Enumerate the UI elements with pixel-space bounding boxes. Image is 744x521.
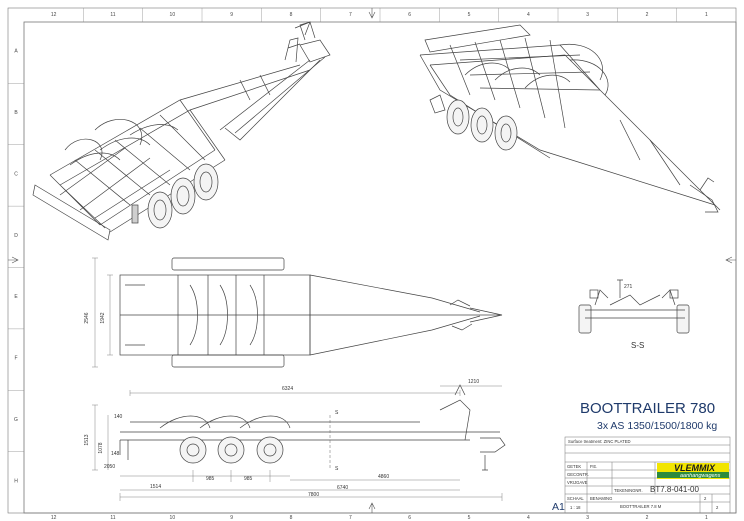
grid-col-label: 7: [349, 12, 352, 18]
drawing-subtitle: 3x AS 1350/1500/1800 kg: [597, 420, 717, 432]
sheet-count: 2: [716, 505, 719, 510]
sheet-format: A1: [552, 501, 565, 513]
tb-label-6: TEKENINGNR.: [614, 488, 643, 493]
tb-value-1: P.E.: [590, 464, 597, 469]
dim-side-5: 1078: [98, 442, 104, 453]
dim-side-7: 2050: [104, 464, 115, 470]
grid-col-label: 6: [408, 12, 411, 18]
company-sub: aanhangwagens: [680, 473, 721, 479]
tb-label-1: GETEK: [567, 464, 581, 469]
grid-col-label: 2: [646, 12, 649, 18]
side-view: [119, 384, 506, 471]
grid-col-label: 5: [468, 515, 471, 521]
dim-top-1: 2546: [84, 312, 90, 323]
grid-col-label: 4: [527, 515, 530, 521]
center-mark-right: [725, 256, 736, 264]
grid-col-label: 6: [408, 515, 411, 521]
grid-col-label: 9: [230, 515, 233, 521]
tb-label-3: VRIJGAVE: [567, 480, 588, 485]
grid-col-label: 12: [51, 515, 57, 521]
drawing-scale: 1 : 18: [570, 505, 581, 510]
grid-col-label: 12: [51, 12, 57, 18]
grid-col-label: 5: [468, 12, 471, 18]
dim-side-13: 7800: [308, 492, 319, 498]
company-logo: VLEMMIX aanhangwagens: [657, 463, 729, 479]
note-surface: Surface treatment: ZINC PLATED: [568, 439, 631, 444]
top-view: [119, 257, 503, 368]
dim-side-3: 140: [114, 414, 123, 420]
isometric-view-front: [32, 21, 331, 241]
section-mark-bottom: S: [335, 466, 339, 472]
grid-col-label: 10: [170, 515, 176, 521]
grid-row-label: G: [14, 417, 18, 423]
center-mark-top: [368, 8, 376, 19]
grid-row-label: B: [14, 110, 18, 116]
tb-label-4: SCHAAL: [567, 496, 584, 501]
drawing-name: BOOTTRAILER 7.8 M: [620, 504, 662, 509]
dim-section: 271: [624, 284, 633, 290]
tb-label-5: BENAMING: [590, 496, 612, 501]
drawing-number: BT7.8-041-00: [650, 485, 699, 494]
center-mark-left: [8, 256, 19, 264]
grid-col-label: 1: [705, 515, 708, 521]
drawing-title: BOOTTRAILER 780: [580, 400, 715, 417]
dim-side-4: 1513: [84, 434, 90, 445]
side-view-dimensions: [92, 385, 503, 501]
grid-row-labels: A B C D E F G H: [8, 49, 24, 484]
grid-col-label: 8: [290, 515, 293, 521]
grid-col-label: 3: [586, 12, 589, 18]
grid-col-label: 8: [290, 12, 293, 18]
dim-side-2: 1210: [468, 379, 479, 385]
dim-side-9: 985: [206, 476, 215, 482]
dim-side-11: 4860: [378, 474, 389, 480]
center-mark-bottom: [368, 502, 376, 513]
dim-side-8: 1514: [150, 484, 161, 490]
dim-side-6: 148: [111, 451, 120, 457]
grid-col-label: 7: [349, 515, 352, 521]
isometric-view-rear: [419, 24, 721, 213]
grid-col-label: 11: [110, 515, 115, 521]
dim-side-1: 6324: [282, 386, 293, 392]
grid-col-label: 9: [230, 12, 233, 18]
dim-side-10: 985: [244, 476, 253, 482]
top-view-dimensions: [92, 257, 113, 368]
dim-side-12: 6740: [337, 485, 348, 491]
grid-col-label: 4: [527, 12, 530, 18]
section-view: [578, 279, 690, 334]
grid-col-label: 11: [110, 12, 115, 18]
grid-row-label: C: [14, 171, 18, 177]
section-mark-top: S: [335, 410, 339, 416]
grid-row-label: H: [14, 478, 18, 484]
title-block: [564, 436, 731, 514]
grid-col-label: 2: [646, 515, 649, 521]
dim-top-2: 1942: [100, 312, 106, 323]
sheet-number: 2: [704, 496, 707, 501]
grid-col-label: 10: [170, 12, 176, 18]
company-name: VLEMMIX: [674, 463, 716, 473]
grid-row-label: F: [14, 356, 17, 362]
grid-row-label: A: [14, 49, 18, 55]
grid-col-label: 3: [586, 515, 589, 521]
grid-row-label: E: [14, 294, 18, 300]
grid-col-label: 1: [705, 12, 708, 18]
grid-row-label: D: [14, 233, 18, 239]
section-label: S-S: [631, 341, 644, 350]
tb-label-2: GECONTR.: [567, 472, 589, 477]
